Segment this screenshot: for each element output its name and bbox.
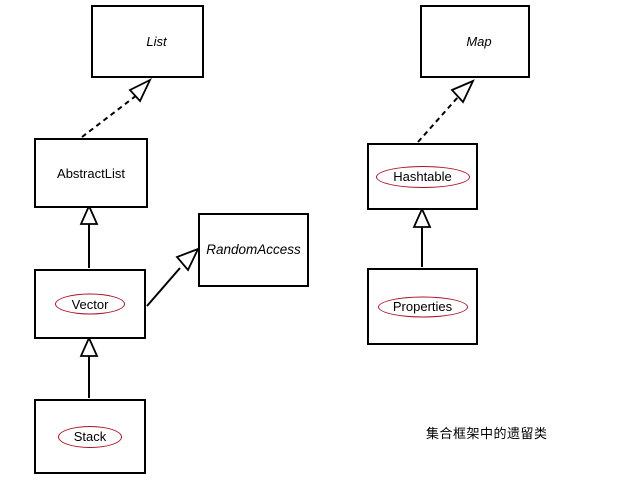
class-box-vector[interactable]: Vector (34, 269, 146, 339)
class-box-hashtable[interactable]: Hashtable (367, 143, 478, 210)
class-box-vector-label: Vector (71, 296, 109, 312)
edge-stack-to-vector (79, 335, 99, 398)
class-box-properties[interactable]: Properties (367, 268, 478, 345)
edge-hashtable-to-map (417, 79, 475, 143)
edge-vector-to-abstractlist (79, 203, 99, 268)
class-box-map-label: Map (466, 34, 492, 49)
class-box-abstractlist[interactable]: AbstractList (34, 138, 148, 208)
edge-properties-to-hashtable (412, 206, 432, 267)
class-box-list-label: List (146, 34, 167, 49)
class-box-map[interactable]: Map (420, 5, 530, 78)
class-box-properties-label: Properties (392, 299, 453, 314)
class-box-randomaccess-label: RandomAccess (206, 242, 301, 258)
class-box-abstractlist-label: AbstractList (57, 165, 125, 181)
edge-abstractlist-to-list (81, 78, 152, 138)
class-box-stack-label: Stack (73, 429, 107, 444)
class-box-list[interactable]: List (91, 5, 204, 78)
diagram-caption: 集合框架中的遗留类 (426, 426, 548, 441)
edge-vector-to-randomaccess (146, 247, 200, 307)
class-box-randomaccess[interactable]: RandomAccess (198, 213, 309, 287)
class-box-stack[interactable]: Stack (34, 399, 146, 474)
class-box-hashtable-label: Hashtable (393, 169, 452, 184)
